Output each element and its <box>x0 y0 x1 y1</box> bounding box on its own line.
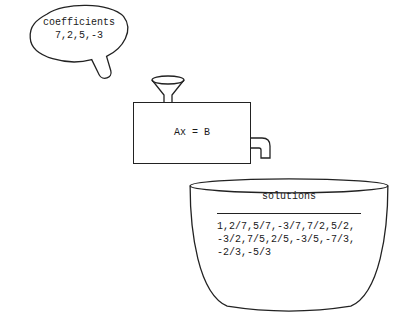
node-content: solutions 1,2/7,5/7,-3/7,7/2,5/2, -3/2,7/… <box>186 176 392 279</box>
pot-rim <box>190 179 388 193</box>
shape-text: 1,2/7,5/7,-3/7,7/2,5/2, -3/2,7/5,2/5,-3/… <box>217 213 361 259</box>
shape-text: 7,2,5,-3 <box>34 29 124 42</box>
node-content: Ax = B <box>134 120 250 145</box>
funnel-rim <box>152 76 184 84</box>
shape-heading: solutions <box>206 190 372 203</box>
spout <box>251 138 270 158</box>
outline <box>190 186 388 311</box>
shape-text: Ax = B <box>142 126 242 139</box>
machine-box: Ax = B <box>133 102 251 164</box>
sack-outline <box>26 2 132 82</box>
funnel-body <box>152 80 184 102</box>
node-content: coefficients7,2,5,-3 <box>26 2 132 76</box>
shape-heading: coefficients <box>34 16 124 29</box>
coefficient-sack: coefficients7,2,5,-3 <box>26 2 132 82</box>
outline <box>30 5 128 78</box>
solution-pot: solutions 1,2/7,5/7,-3/7,7/2,5/2, -3/2,7/… <box>186 176 392 316</box>
